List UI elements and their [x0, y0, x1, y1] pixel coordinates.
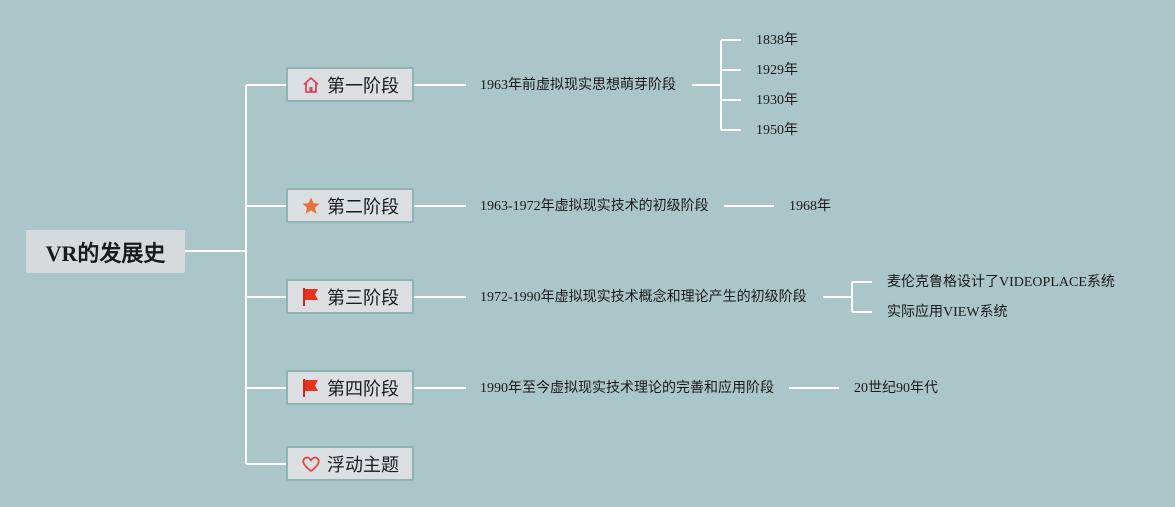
floating-topic-node[interactable]: 浮动主题	[286, 446, 414, 481]
stage-3-child-1[interactable]: 麦伦克鲁格设计了VIDEOPLACE系统	[887, 275, 1115, 290]
stage-3-node[interactable]: 第三阶段	[286, 279, 414, 314]
stage-1-child-1[interactable]: 1838年	[756, 33, 798, 48]
stage-2-child-1[interactable]: 1968年	[789, 199, 831, 214]
root-topic-label: VR的发展史	[45, 240, 166, 266]
stage-2-description[interactable]: 1963-1972年虚拟现实技术的初级阶段	[480, 199, 709, 214]
stage-4-description[interactable]: 1990年至今虚拟现实技术理论的完善和应用阶段	[480, 381, 774, 396]
stage-3-description[interactable]: 1972-1990年虚拟现实技术概念和理论产生的初级阶段	[480, 290, 807, 305]
star-icon	[301, 196, 321, 216]
red-flag-icon	[301, 287, 321, 307]
stage-1-child-4[interactable]: 1950年	[756, 123, 798, 138]
root-topic[interactable]: VR的发展史	[26, 230, 185, 273]
stage-3-label: 第三阶段	[327, 287, 399, 309]
stage-1-description[interactable]: 1963年前虚拟现实思想萌芽阶段	[480, 78, 676, 93]
floating-topic-label: 浮动主题	[327, 454, 399, 476]
stage-4-node[interactable]: 第四阶段	[286, 370, 414, 405]
stage-3-child-2[interactable]: 实际应用VIEW系统	[887, 305, 1008, 320]
stage-4-child-1[interactable]: 20世纪90年代	[854, 381, 938, 396]
stage-1-child-2[interactable]: 1929年	[756, 63, 798, 78]
stage-1-label: 第一阶段	[327, 75, 399, 97]
red-flag-icon	[301, 378, 321, 398]
stage-1-child-3[interactable]: 1930年	[756, 93, 798, 108]
stage-1-node[interactable]: 第一阶段	[286, 67, 414, 102]
stage-4-label: 第四阶段	[327, 378, 399, 400]
house-icon	[301, 75, 321, 95]
stage-2-label: 第二阶段	[327, 196, 399, 218]
stage-2-node[interactable]: 第二阶段	[286, 188, 414, 223]
heart-icon	[301, 454, 321, 474]
